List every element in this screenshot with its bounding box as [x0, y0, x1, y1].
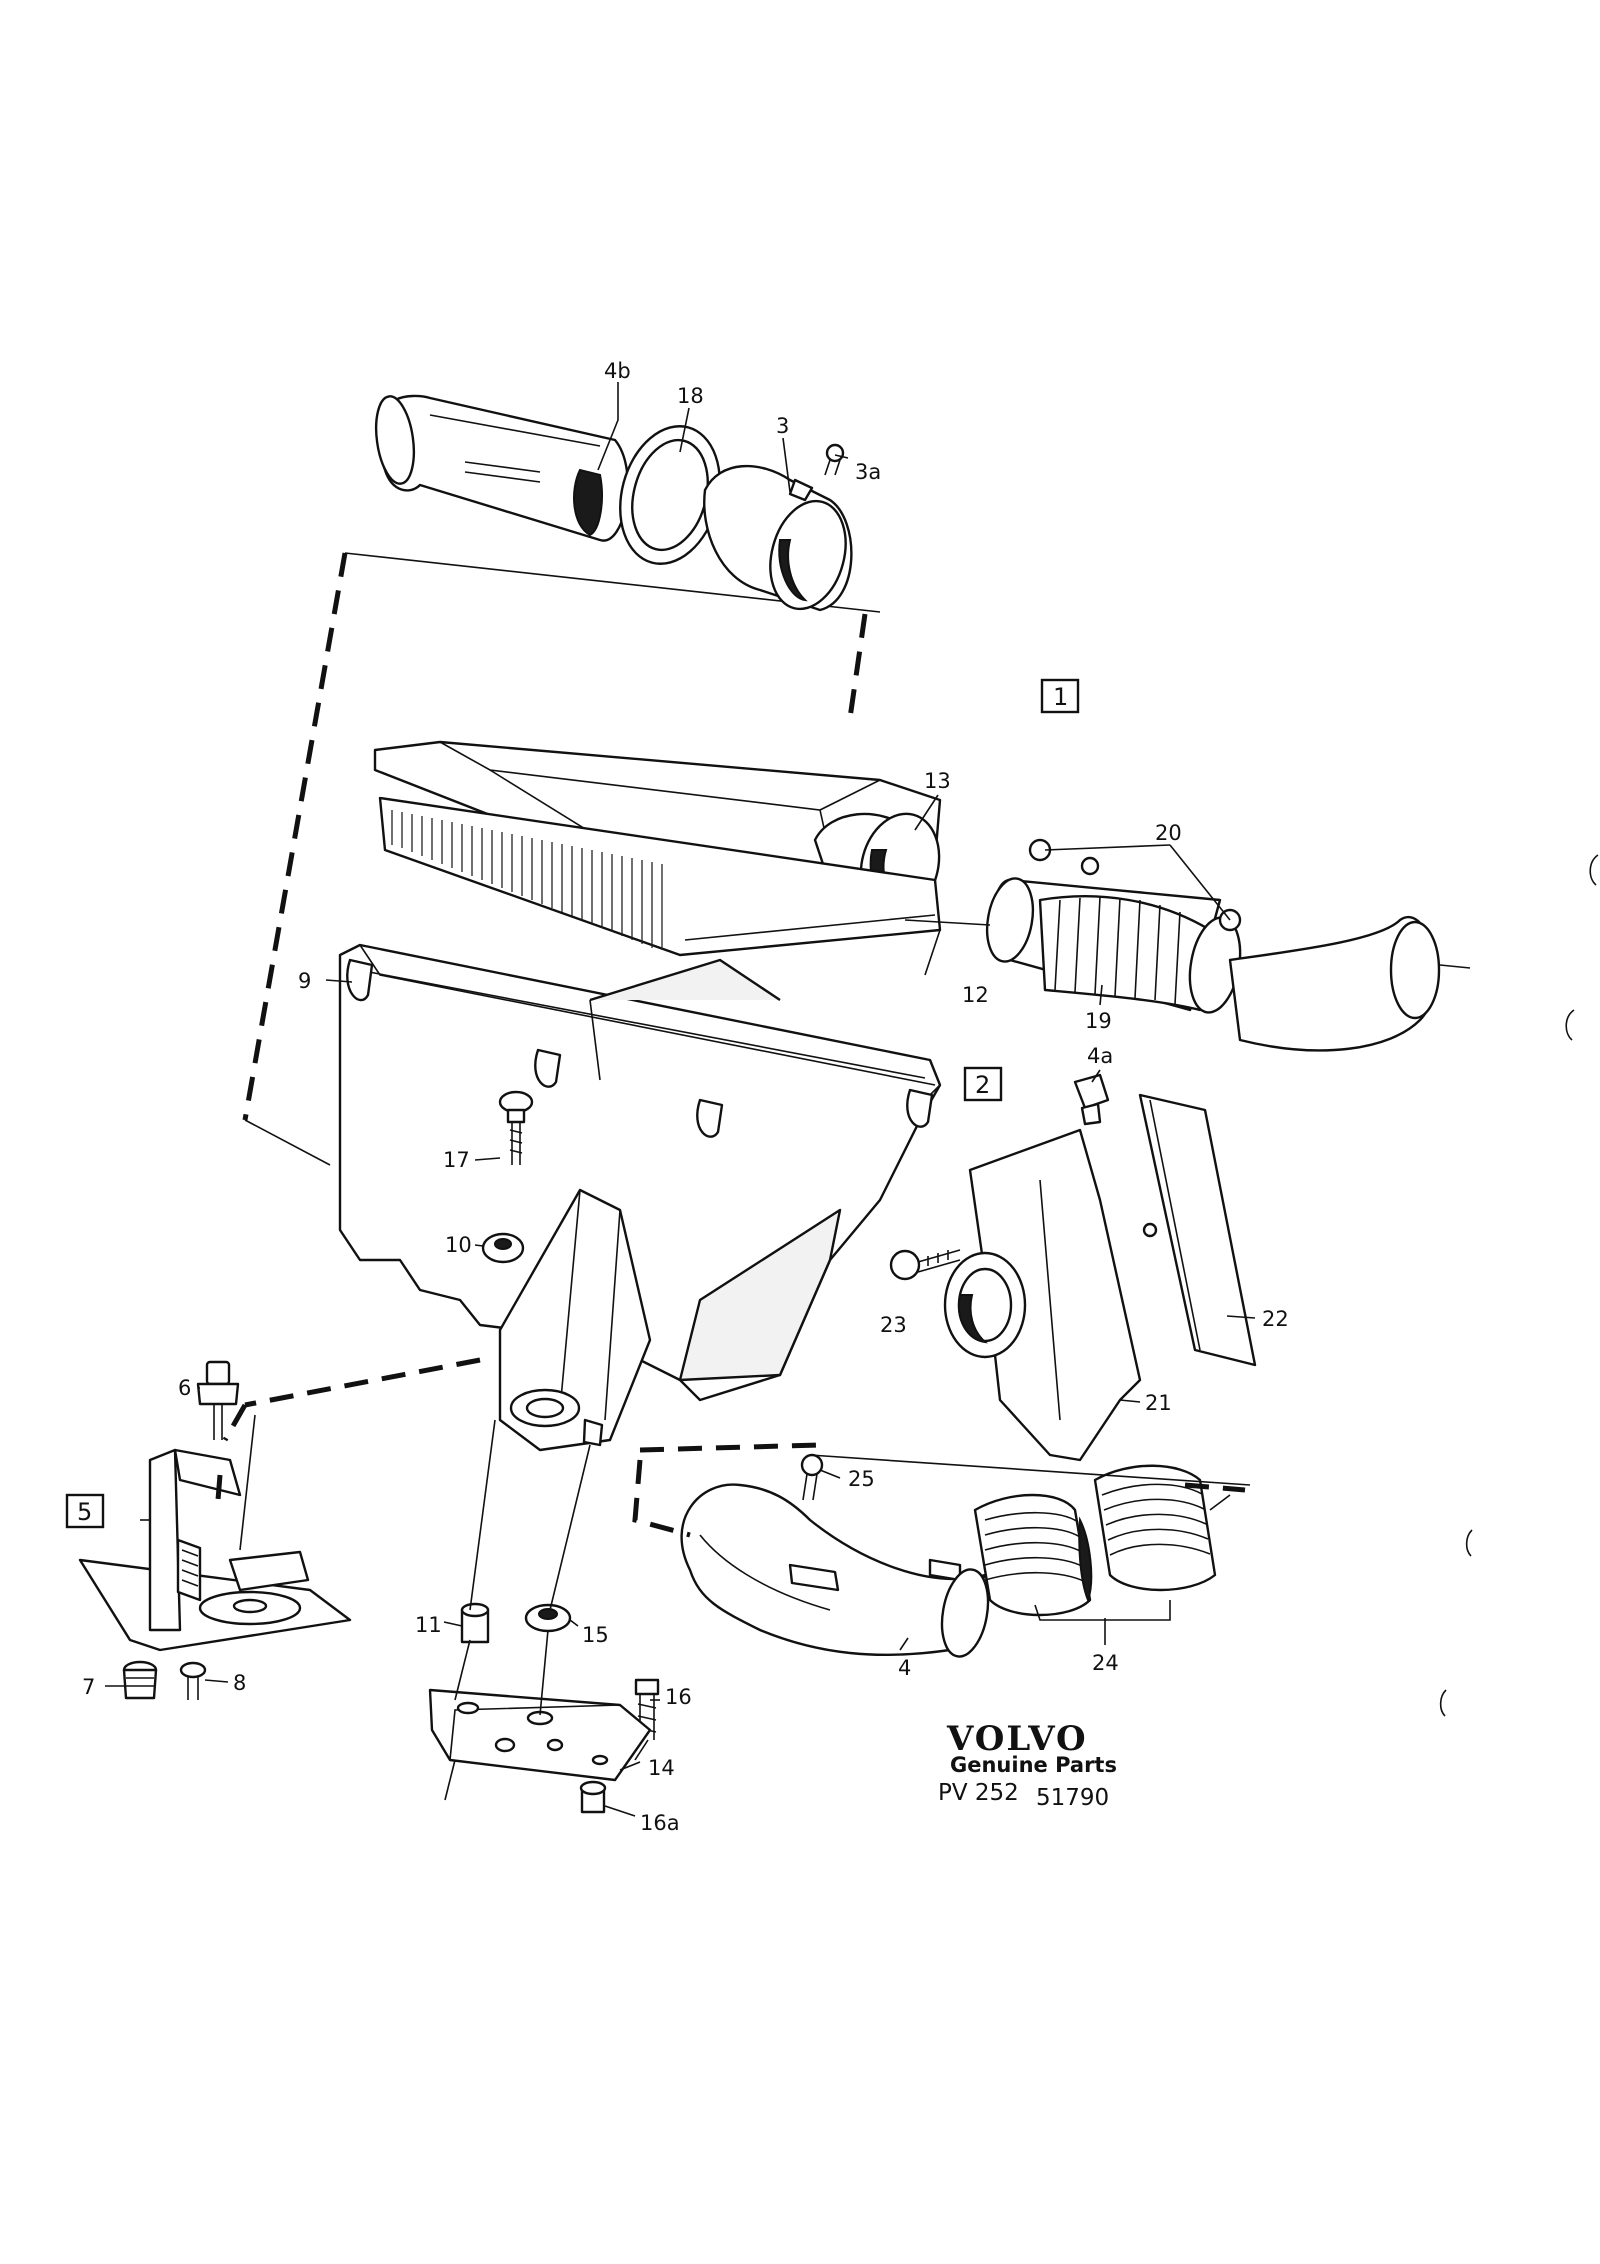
mounting-lines	[215, 1357, 1251, 1801]
brand-subtitle: Genuine Parts	[950, 1753, 1117, 1777]
sensor-6	[196, 1360, 240, 1440]
callout-10: 10	[445, 1233, 472, 1257]
screw-23	[889, 1249, 961, 1281]
callout-19: 19	[1085, 1009, 1112, 1033]
leader-lines	[105, 382, 1256, 1817]
grommet-4a	[1073, 1073, 1110, 1126]
callout-11: 11	[415, 1613, 442, 1637]
callout-17: 17	[443, 1148, 470, 1172]
callout-22: 22	[1262, 1307, 1289, 1331]
plug-7	[122, 1660, 158, 1700]
hose-24	[973, 1464, 1217, 1617]
callout-4: 4	[898, 1656, 911, 1680]
kit-1-outline	[242, 552, 881, 1166]
callout-7: 7	[82, 1675, 95, 1699]
brand-logo-text: VOLVO	[946, 1719, 1088, 1759]
callout-4a: 4a	[1087, 1044, 1113, 1068]
intake-tube-4b	[374, 394, 630, 542]
part-code-left: PV 252	[938, 1780, 1019, 1806]
boxed-callout-1-label: 1	[1053, 683, 1068, 711]
callout-20: 20	[1155, 821, 1182, 845]
filter-element-12	[378, 796, 942, 957]
sealing-ring-18	[619, 425, 721, 565]
boxed-callout-2: 2	[963, 1066, 1003, 1102]
scan-edge-marks	[1439, 854, 1599, 1717]
spacer-11	[460, 1602, 490, 1644]
callout-9: 9	[298, 969, 311, 993]
part-code-right: 51790	[1036, 1785, 1109, 1811]
boxed-callout-5: 5	[65, 1493, 105, 1529]
callout-24: 24	[1092, 1651, 1119, 1675]
sleeve-3	[703, 464, 853, 612]
bracket-5	[78, 1448, 352, 1652]
callout-3a: 3a	[855, 460, 881, 484]
callout-4b: 4b	[604, 359, 631, 383]
hose-19-assembly	[985, 838, 1471, 1052]
grommet-15	[524, 1603, 572, 1633]
plate-22	[1138, 1093, 1257, 1367]
screw-16	[634, 1678, 660, 1740]
screw-8	[179, 1661, 207, 1700]
nut-16a	[579, 1780, 607, 1814]
callout-14: 14	[648, 1756, 675, 1780]
boxed-callout-2-label: 2	[975, 1071, 990, 1099]
callout-23: 23	[880, 1313, 907, 1337]
callout-8: 8	[233, 1671, 246, 1695]
callout-25: 25	[848, 1467, 875, 1491]
callout-3: 3	[776, 414, 789, 438]
callout-15: 15	[582, 1623, 609, 1647]
callout-13: 13	[924, 769, 951, 793]
boxed-callout-1: 1	[1040, 678, 1080, 714]
lower-housing-2	[338, 943, 942, 1452]
boxed-callout-5-label: 5	[77, 1498, 92, 1526]
grommet-10	[481, 1232, 525, 1264]
callout-6: 6	[178, 1376, 191, 1400]
callout-16a: 16a	[640, 1811, 680, 1835]
intake-pipe-4	[680, 1483, 990, 1658]
duct-21	[943, 1128, 1142, 1462]
callout-12: 12	[962, 983, 989, 1007]
callout-18: 18	[677, 384, 704, 408]
screw-25	[800, 1453, 824, 1501]
callout-21: 21	[1145, 1391, 1172, 1415]
mounting-bracket-14	[428, 1688, 652, 1782]
callout-16: 16	[665, 1685, 692, 1709]
screw-17	[498, 1090, 534, 1165]
screw-3a	[824, 443, 845, 476]
branding-block: VOLVO Genuine Parts PV 252 51790	[938, 1719, 1117, 1811]
callout-numbers: 4b 18 3 3a 13 20 19 12 9 17 10 4a 23 22 …	[82, 359, 1289, 1835]
